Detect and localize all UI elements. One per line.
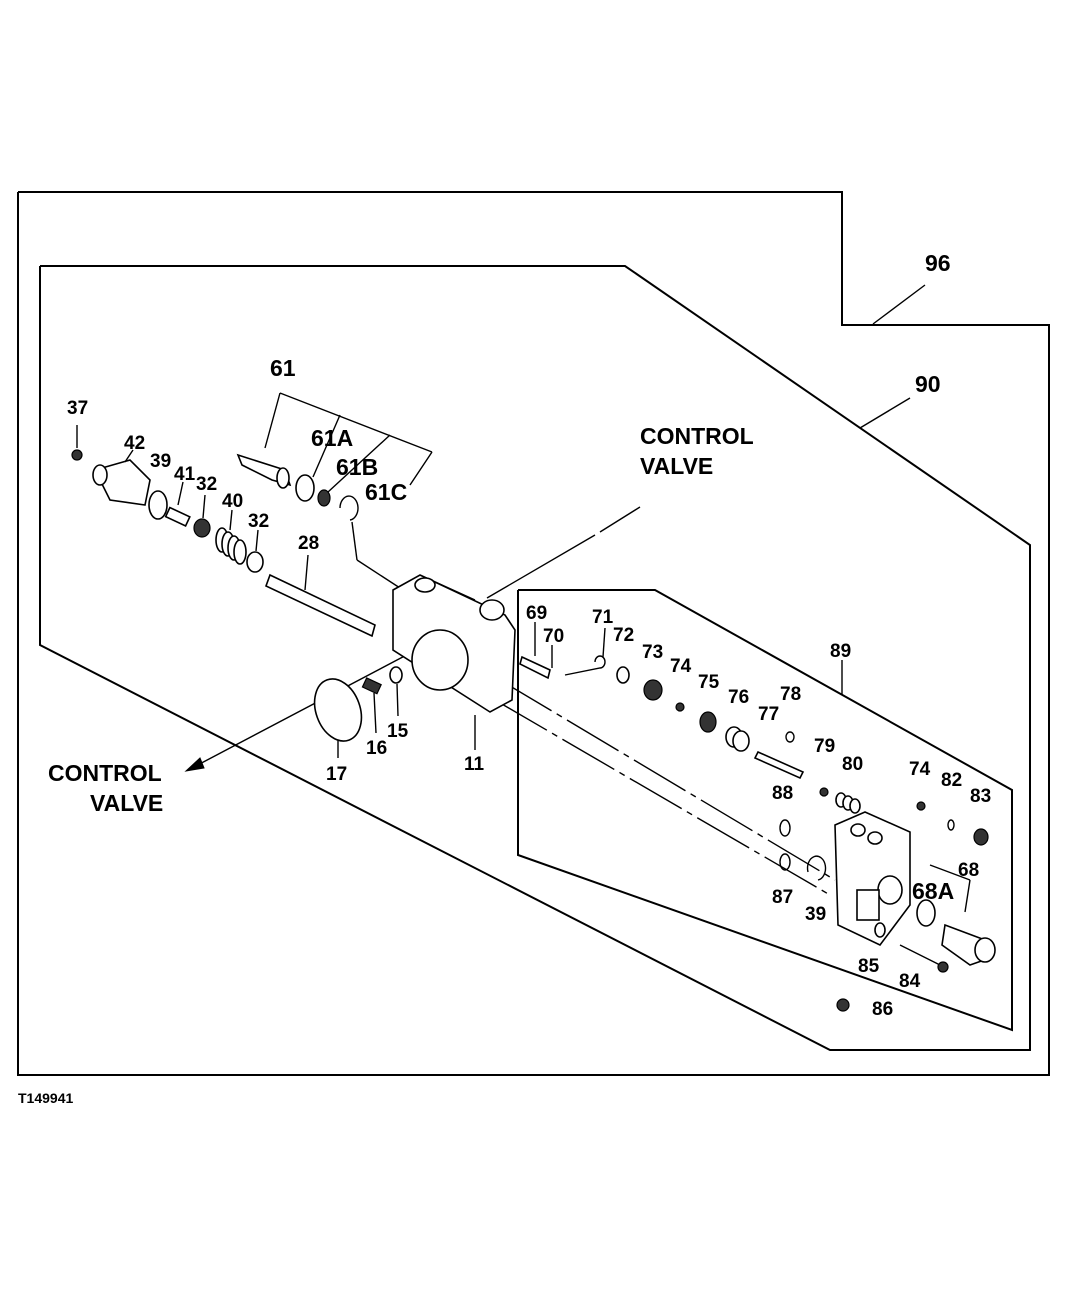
callout-75: 75 [698, 672, 720, 693]
note-control-valve-line2: VALVE [640, 453, 713, 479]
callout-70: 70 [543, 626, 564, 647]
part-77-pin [753, 750, 805, 780]
callout-71: 71 [592, 607, 614, 628]
part-84-bolt [899, 944, 949, 973]
part-39-oring [148, 490, 168, 520]
callout-77: 77 [758, 704, 779, 725]
part-71-ring [564, 655, 606, 676]
callout-74: 74 [909, 759, 931, 780]
part-61c-ring [339, 495, 359, 521]
callout-16: 16 [366, 738, 387, 759]
callout-73: 73 [642, 642, 663, 663]
callout-79: 79 [814, 736, 835, 757]
callout-37: 37 [67, 398, 88, 419]
part-16-spring [361, 677, 382, 734]
part-73-seat [643, 679, 663, 701]
part-68-cartridge [916, 864, 996, 966]
callout-69: 69 [526, 603, 547, 624]
figure-id: T149941 [18, 1090, 73, 1106]
part-72-ring [616, 666, 630, 684]
part-75-washer [699, 711, 717, 733]
part-28-spool [264, 554, 376, 638]
callout-76: 76 [728, 687, 749, 708]
callout-90: 90 [915, 371, 941, 397]
callout-78: 78 [780, 684, 801, 705]
callout-83: 83 [970, 786, 991, 807]
callout-82: 82 [941, 770, 962, 791]
note-control-valve-line1: CONTROL [640, 423, 754, 449]
part-82-ring [947, 819, 955, 831]
callout-84: 84 [899, 971, 921, 992]
part-86-plug [836, 998, 850, 1012]
callout-80: 80 [842, 754, 863, 775]
part-40-spring [215, 509, 247, 565]
part-61b-ring [317, 489, 331, 507]
part-80-spring [835, 792, 861, 814]
part-61a-oring [295, 474, 315, 502]
part-42-cap [92, 449, 151, 506]
part-17-oring [313, 678, 363, 742]
part-11-valve-body [392, 574, 516, 750]
part-69-70-poppet [519, 622, 553, 680]
callout-72: 72 [613, 625, 634, 646]
callout-39: 39 [805, 904, 826, 925]
group-90-boundary [39, 265, 1031, 1051]
part-37-screw [71, 425, 83, 461]
callout-42: 42 [124, 433, 145, 454]
callout-89: 89 [830, 641, 851, 662]
callout-61c: 61C [365, 479, 407, 505]
callout-96: 96 [925, 250, 951, 276]
part-78-ring [785, 731, 795, 743]
note-control-valve-line2: VALVE [90, 790, 163, 816]
part-83-plug [973, 828, 989, 846]
callout-61: 61 [270, 355, 296, 381]
callout-86: 86 [872, 999, 893, 1020]
part-61-relief [236, 453, 292, 489]
part-39-ring-b [806, 855, 827, 881]
callout-74: 74 [670, 656, 692, 677]
group-96-boundary [17, 191, 1050, 1076]
callout-41: 41 [174, 464, 196, 485]
part-85-block [834, 811, 911, 947]
callout-68: 68 [958, 860, 979, 881]
part-15-plug [389, 666, 403, 684]
callout-40: 40 [222, 491, 243, 512]
part-74-ball-a [675, 702, 685, 712]
part-74-ball-b [916, 801, 926, 811]
part-79-ball [819, 787, 829, 797]
part-88-ring [779, 819, 791, 837]
callout-28: 28 [298, 533, 319, 554]
callout-87: 87 [772, 887, 793, 908]
callout-39: 39 [150, 451, 171, 472]
part-32-seat-a [193, 518, 211, 538]
callout-32: 32 [248, 511, 269, 532]
callout-85: 85 [858, 956, 880, 977]
part-32-seat-b [246, 551, 264, 573]
group-89-boundary [517, 589, 1013, 1032]
part-76-spring [725, 726, 750, 752]
callout-15: 15 [387, 721, 409, 742]
part-87-ring [779, 853, 791, 871]
callout-61a: 61A [311, 425, 353, 451]
note-control-valve-line1: CONTROL [48, 760, 162, 786]
callout-32: 32 [196, 474, 217, 495]
callout-68a: 68A [912, 878, 954, 904]
callout-17: 17 [326, 764, 347, 785]
callout-61b: 61B [336, 454, 378, 480]
callout-11: 11 [464, 754, 485, 775]
callout-88: 88 [772, 783, 793, 804]
part-41-pin [164, 481, 191, 527]
